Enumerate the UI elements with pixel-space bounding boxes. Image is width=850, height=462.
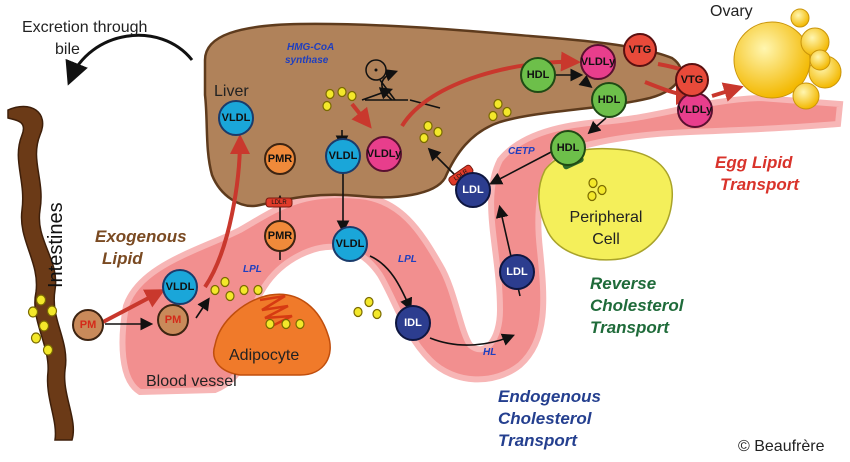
svg-text:PM: PM xyxy=(80,319,97,331)
copyright-label: © Beaufrère xyxy=(738,438,825,455)
enzyme-lpl: LPL xyxy=(398,254,417,265)
particle-pm: PM xyxy=(72,309,104,341)
adipocyte-label: Adipocyte xyxy=(229,347,299,364)
ldlr-receptor: LDLR xyxy=(265,197,293,208)
particle-hdl: HDL xyxy=(520,57,556,93)
svg-text:VLDL: VLDL xyxy=(166,281,195,293)
lpl-fibers xyxy=(259,294,293,330)
blood-vessel-shape xyxy=(119,94,844,396)
svg-text:VLDLy: VLDLy xyxy=(581,56,616,68)
liver-label: Liver xyxy=(214,83,249,100)
svg-text:VLDLy: VLDLy xyxy=(678,104,713,116)
particle-vtg: VTG xyxy=(623,33,657,67)
enzyme-hl: HL xyxy=(483,347,496,358)
peripheral-cell-shape xyxy=(538,147,673,261)
svg-text:VTG: VTG xyxy=(629,44,652,56)
particle-vldly: VLDLy xyxy=(580,44,616,80)
excretion-arrow xyxy=(65,33,194,86)
svg-text:HDL: HDL xyxy=(557,142,580,154)
svg-text:VLDL: VLDL xyxy=(222,112,251,124)
particle-vldl: VLDL xyxy=(218,100,254,136)
liver-compartment-dot xyxy=(374,68,378,72)
particle-ldl: LDL xyxy=(499,254,535,290)
svg-text:PM: PM xyxy=(165,314,182,326)
particle-pmr: PMR xyxy=(264,143,296,175)
svg-text:PMR: PMR xyxy=(268,230,293,242)
intestines-shape xyxy=(7,105,74,441)
enzyme-cetp: CETP xyxy=(508,146,535,157)
particle-vldl: VLDL xyxy=(162,269,198,305)
svg-text:IDL: IDL xyxy=(404,317,422,329)
svg-text:LDL: LDL xyxy=(462,184,484,196)
ovary-shape xyxy=(733,8,842,110)
flow-arrows xyxy=(105,68,607,346)
particle-vldl: VLDL xyxy=(332,226,368,262)
particle-vldly: VLDLy xyxy=(366,136,402,172)
adipocyte-shape xyxy=(213,293,331,376)
particle-hdl: HDL xyxy=(591,82,627,118)
svg-text:LDL: LDL xyxy=(506,266,528,278)
lipid-droplets xyxy=(27,86,607,356)
particle-idl: IDL xyxy=(395,305,431,341)
svg-text:LDLR: LDLR xyxy=(271,200,287,206)
svg-text:HDL: HDL xyxy=(598,94,621,106)
ovary-label: Ovary xyxy=(710,3,753,20)
particle-pm: PM xyxy=(157,304,189,336)
svg-text:PMR: PMR xyxy=(268,153,293,165)
enzyme-lpl: LPL xyxy=(243,264,262,275)
particle-vtg: VTG xyxy=(675,63,709,97)
svg-text:VLDL: VLDL xyxy=(329,150,358,162)
intestines-label: Intestines xyxy=(45,202,67,288)
svg-text:VLDL: VLDL xyxy=(336,238,365,250)
particle-vldl: VLDL xyxy=(325,138,361,174)
svg-text:VLDLy: VLDLy xyxy=(367,148,402,160)
particle-hdl: HDL xyxy=(550,130,586,166)
particle-ldl: LDL xyxy=(455,172,491,208)
svg-text:VTG: VTG xyxy=(681,74,704,86)
blood-vessel-label: Blood vessel xyxy=(146,373,237,390)
particle-pmr: PMR xyxy=(264,220,296,252)
svg-text:HDL: HDL xyxy=(527,69,550,81)
particle-vldly: VLDLy xyxy=(677,92,713,128)
